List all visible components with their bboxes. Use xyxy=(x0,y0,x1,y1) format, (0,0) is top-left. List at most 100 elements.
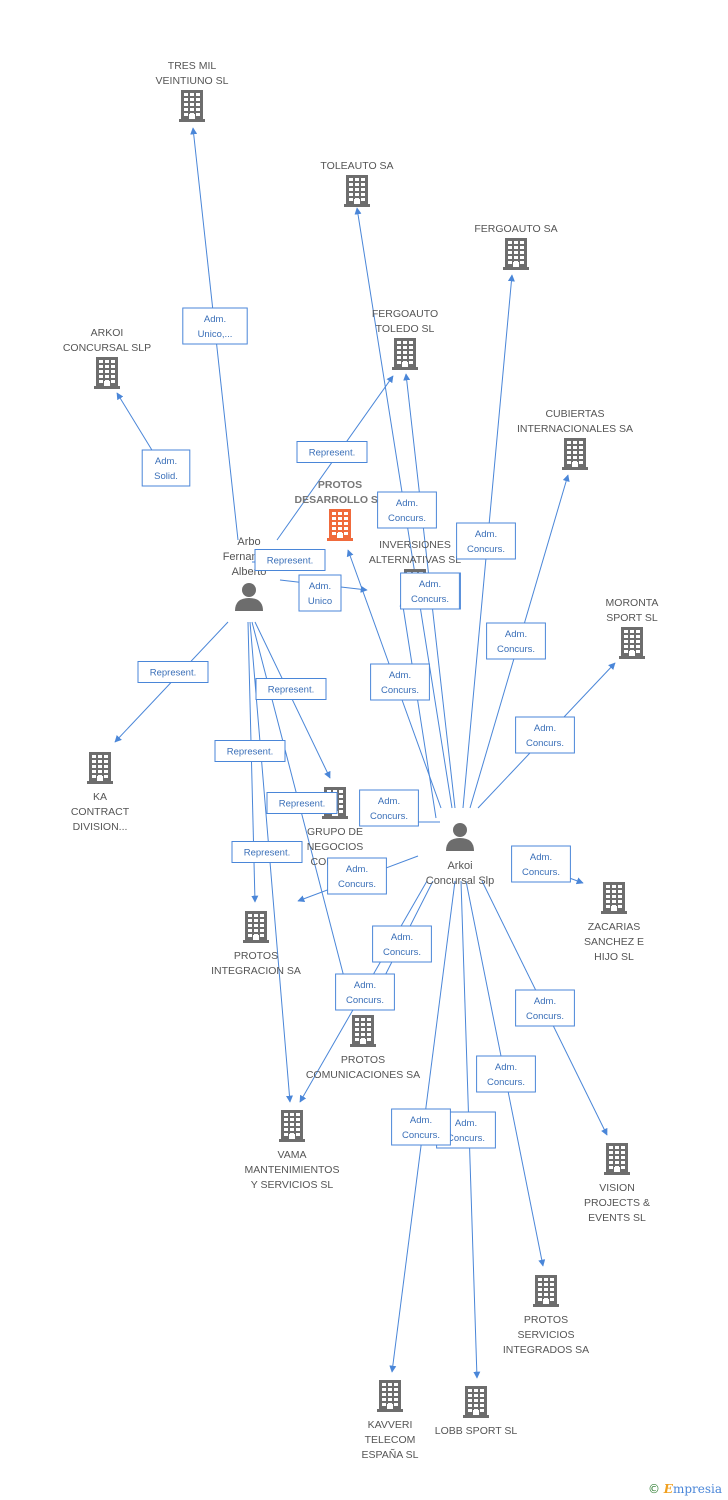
edge-label[interactable]: Represent. xyxy=(296,441,368,463)
edge-label[interactable]: Adm.Concurs. xyxy=(515,716,575,754)
node-label: TOLEDO SL xyxy=(376,323,435,335)
edge-label-text: Represent. xyxy=(267,556,313,567)
edge-label[interactable]: Adm.Concurs. xyxy=(359,789,419,827)
edge-label[interactable]: Adm.Concurs. xyxy=(377,491,437,529)
edge-label-box xyxy=(296,441,368,463)
edge-label[interactable]: Adm.Concurs. xyxy=(456,522,516,560)
edge-label-text: Adm. xyxy=(391,932,413,943)
edge-label-box xyxy=(515,716,575,754)
edge-label-text: Adm. xyxy=(419,579,441,590)
building-icon xyxy=(503,238,529,270)
node-label: INTEGRACION SA xyxy=(211,965,301,977)
building-icon xyxy=(619,627,645,659)
person-icon xyxy=(446,823,474,851)
empresia-logo[interactable]: © Empresia xyxy=(648,1482,722,1496)
edge-label[interactable]: Adm. Solid. xyxy=(141,449,191,487)
edge-label[interactable]: Adm.Concurs. xyxy=(476,1055,536,1093)
node-label: SERVICIOS xyxy=(518,1329,575,1341)
building-icon xyxy=(601,882,627,914)
edge-arkoi_slp-to-inversiones xyxy=(399,599,437,819)
node-ka-contract[interactable]: KACONTRACTDIVISION... xyxy=(71,752,130,833)
node-label: PROTOS xyxy=(524,1314,568,1326)
building-icon xyxy=(243,911,269,943)
edge-label-text: Adm. xyxy=(155,456,177,467)
edge-label-text: Solid. xyxy=(154,471,178,482)
edge-label[interactable]: Represent. xyxy=(255,678,327,700)
node-label: PROJECTS & xyxy=(584,1197,650,1209)
edge-label-text: Adm. xyxy=(346,864,368,875)
edge-label[interactable]: Adm. Concurs. xyxy=(327,857,387,895)
node-fergoauto[interactable]: FERGOAUTO SA xyxy=(474,223,558,270)
brand-initial: E xyxy=(663,1482,673,1496)
edge-label-box xyxy=(255,678,327,700)
node-label: TOLEAUTO SA xyxy=(320,160,393,172)
node-label: CUBIERTAS xyxy=(545,408,604,420)
edge-label[interactable]: Represent. xyxy=(137,661,209,683)
edge-label-box xyxy=(327,857,387,895)
node-label: MANTENIMIENTOS xyxy=(245,1164,340,1176)
node-toleauto[interactable]: TOLEAUTO SA xyxy=(320,160,394,207)
node-label: COMUNICACIONES SA xyxy=(306,1069,420,1081)
building-icon xyxy=(392,338,418,370)
node-label: PROTOS xyxy=(341,1054,385,1066)
edge-label-text: Concurs. xyxy=(381,685,419,696)
edge-label-text: Concurs. xyxy=(346,995,384,1006)
edge-label-box xyxy=(137,661,209,683)
edge-label[interactable]: Adm.Concurs. xyxy=(511,845,571,883)
edge-label[interactable]: Represent. xyxy=(231,841,303,863)
building-icon xyxy=(350,1015,376,1047)
edge-label[interactable]: Adm.Concurs. xyxy=(486,622,546,660)
node-lobb[interactable]: LOBB SPORT SL xyxy=(435,1386,518,1437)
copyright-symbol: © xyxy=(647,1482,660,1496)
building-icon xyxy=(279,1110,305,1142)
edge-label[interactable]: Adm. Concurs. xyxy=(370,663,430,701)
node-label: ZACARIAS xyxy=(588,921,641,933)
edge-label-text: Adm. xyxy=(396,498,418,509)
edge-label-box xyxy=(214,740,286,762)
node-label: SANCHEZ E xyxy=(584,936,644,948)
node-label: VISION xyxy=(599,1182,635,1194)
edge-label[interactable]: Represent. xyxy=(266,792,338,814)
edge-label[interactable]: Adm.Concurs. xyxy=(372,925,432,963)
edge-label-text: Adm. xyxy=(389,670,411,681)
edge-label-text: Concurs. xyxy=(338,879,376,890)
node-label: VAMA xyxy=(278,1149,307,1161)
edge-label-text: Represent. xyxy=(244,848,290,859)
edge-label[interactable]: Adm.Unico,... xyxy=(182,307,248,345)
node-label: NEGOCIOS xyxy=(307,841,364,853)
building-icon xyxy=(562,438,588,470)
node-protos-comunicaciones[interactable]: PROTOS COMUNICACIONES SA xyxy=(306,1015,420,1081)
building-icon xyxy=(377,1380,403,1412)
edge-label[interactable]: Adm.Concurs. xyxy=(400,572,460,610)
edge-label[interactable]: Adm.Concurs. xyxy=(515,989,575,1027)
edge-label-text: Concurs. xyxy=(526,738,564,749)
edge-label[interactable]: Adm.Concurs. xyxy=(335,973,395,1011)
edge-label[interactable]: Represent. xyxy=(214,740,286,762)
edge-label-text: Concurs. xyxy=(487,1077,525,1088)
node-label: LOBB SPORT SL xyxy=(435,1425,518,1437)
building-icon xyxy=(87,752,113,784)
edge-label[interactable]: Represent. xyxy=(254,549,326,571)
node-label: FERGOAUTO SA xyxy=(474,223,557,235)
edge-label-box xyxy=(231,841,303,863)
edge-label[interactable]: Adm.Unico xyxy=(298,574,342,612)
building-icon xyxy=(94,357,120,389)
edge-label-text: Adm. xyxy=(455,1118,477,1129)
edge-label[interactable]: Adm.Concurs. xyxy=(391,1108,451,1146)
node-label: PROTOS xyxy=(318,479,362,491)
